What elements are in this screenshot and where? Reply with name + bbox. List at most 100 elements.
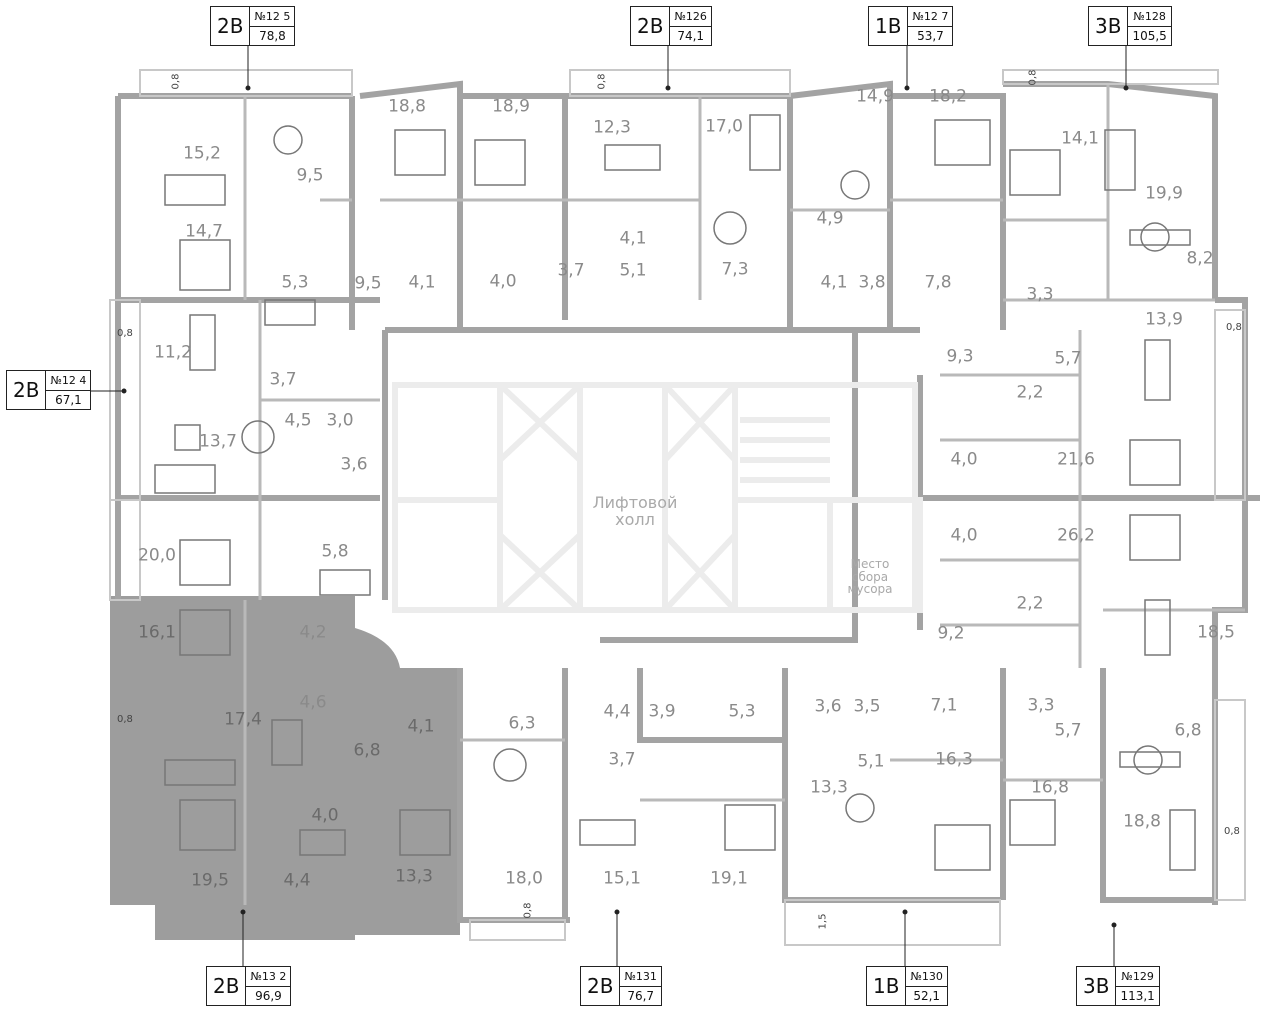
room-area: 18,0 (505, 868, 543, 889)
apartment-type: 2В (581, 967, 621, 1005)
lift-hall-label: Лифтовой холл (575, 493, 695, 529)
balcony-dimension: 0,8 (117, 328, 133, 339)
room-area: 3,6 (814, 696, 842, 717)
apartment-area: 76,7 (627, 989, 655, 1003)
room-area: 14,9 (856, 86, 894, 107)
room-area: 4,5 (284, 410, 312, 431)
lift-hall-line2: холл (615, 509, 655, 529)
room-area: 18,8 (1123, 811, 1161, 832)
room-area: 11,2 (154, 342, 192, 363)
lift-hall-line1: Лифтовой (592, 493, 678, 512)
room-area: 16,1 (138, 622, 176, 643)
interior-partitions (243, 84, 1245, 905)
room-area: 5,3 (728, 701, 756, 722)
room-area: 4,0 (311, 805, 339, 826)
room-area: 5,7 (1054, 720, 1082, 741)
room-area: 7,8 (924, 272, 952, 293)
apartment-area: 96,9 (255, 989, 282, 1003)
room-area: 3,7 (608, 749, 636, 770)
room-area: 3,7 (269, 369, 297, 390)
room-area: 18,9 (492, 96, 530, 117)
tag-leaders (86, 44, 1129, 966)
room-area: 17,4 (224, 709, 262, 730)
room-area: 4,4 (283, 870, 311, 891)
room-area: 9,5 (296, 165, 324, 186)
apartment-number: №126 (670, 7, 711, 27)
room-area: 19,9 (1145, 183, 1183, 204)
room-area: 3,3 (1026, 284, 1054, 305)
lift-core (392, 382, 923, 613)
room-area: 2,2 (1016, 593, 1044, 614)
room-area: 13,3 (810, 777, 848, 798)
apartment-number: №131 (620, 967, 661, 987)
room-area: 4,0 (489, 271, 517, 292)
apartment-area: 78,8 (259, 29, 286, 43)
room-area: 13,3 (395, 866, 433, 887)
apartment-number: №13 2 (246, 967, 291, 987)
room-area: 8,2 (1186, 248, 1214, 269)
highlighted-apartment-132 (110, 596, 460, 940)
room-area: 20,0 (138, 545, 176, 566)
room-area: 4,9 (816, 208, 844, 229)
room-area: 4,6 (299, 692, 327, 713)
apartment-area: 105,5 (1132, 29, 1167, 43)
room-area: 3,5 (853, 696, 881, 717)
room-area: 18,8 (388, 96, 426, 117)
room-area: 5,8 (321, 541, 349, 562)
room-area: 3,3 (1027, 695, 1055, 716)
furniture (154, 114, 1196, 871)
apartment-type: 2В (211, 7, 251, 45)
apartment-number: №12 4 (46, 371, 91, 391)
garbage-area-label: Место сбора мусора (835, 558, 905, 596)
room-area: 15,2 (183, 143, 221, 164)
room-area: 5,7 (1054, 348, 1082, 369)
apartment-tag-125[interactable]: 2В №12 5 78,8 (210, 6, 296, 46)
apartment-type: 2В (7, 371, 47, 409)
balcony-dimension: 1,5 (817, 913, 829, 930)
apartment-number: №12 5 (250, 7, 295, 27)
balcony-dimension: 0,8 (1224, 826, 1240, 837)
apartment-type: 2В (207, 967, 247, 1005)
room-area: 18,5 (1197, 622, 1235, 643)
room-area: 6,8 (1174, 720, 1202, 741)
apartment-area: 113,1 (1120, 989, 1155, 1003)
room-area: 15,1 (603, 868, 641, 889)
room-area: 4,2 (299, 622, 327, 643)
room-area: 3,8 (858, 272, 886, 293)
room-area: 4,1 (820, 272, 848, 293)
room-area: 12,3 (593, 117, 631, 138)
apartment-area: 67,1 (55, 393, 82, 407)
apartment-type: 3В (1089, 7, 1129, 45)
room-area: 13,9 (1145, 309, 1183, 330)
room-area: 3,0 (326, 410, 354, 431)
room-area: 5,1 (619, 260, 647, 281)
room-area: 19,5 (191, 870, 229, 891)
apartment-number: №130 (906, 967, 947, 987)
apartment-type: 1В (867, 967, 907, 1005)
apartment-area: 53,7 (917, 29, 944, 43)
apartment-area: 74,1 (677, 29, 705, 43)
apartment-number: №12 7 (908, 7, 953, 27)
room-area: 3,6 (340, 454, 368, 475)
apartment-tag-124[interactable]: 2В №12 4 67,1 (6, 370, 92, 410)
room-area: 13,7 (199, 431, 237, 452)
room-area: 9,3 (946, 346, 974, 367)
apartment-tag-130[interactable]: 1В №130 52,1 (866, 966, 948, 1006)
room-area: 4,0 (950, 525, 978, 546)
apartment-tag-131[interactable]: 2В №131 76,7 (580, 966, 662, 1006)
balcony-dimension: 0,8 (1027, 69, 1039, 86)
apartment-area: 52,1 (913, 989, 941, 1003)
apartment-tag-132[interactable]: 2В №13 2 96,9 (206, 966, 292, 1006)
room-area: 4,0 (950, 449, 978, 470)
room-area: 14,7 (185, 221, 223, 242)
balcony-dimension: 0,8 (596, 73, 608, 90)
room-area: 18,2 (929, 86, 967, 107)
apartment-number: №129 (1116, 967, 1159, 987)
balconies (109, 69, 1246, 946)
room-area: 4,4 (603, 701, 631, 722)
